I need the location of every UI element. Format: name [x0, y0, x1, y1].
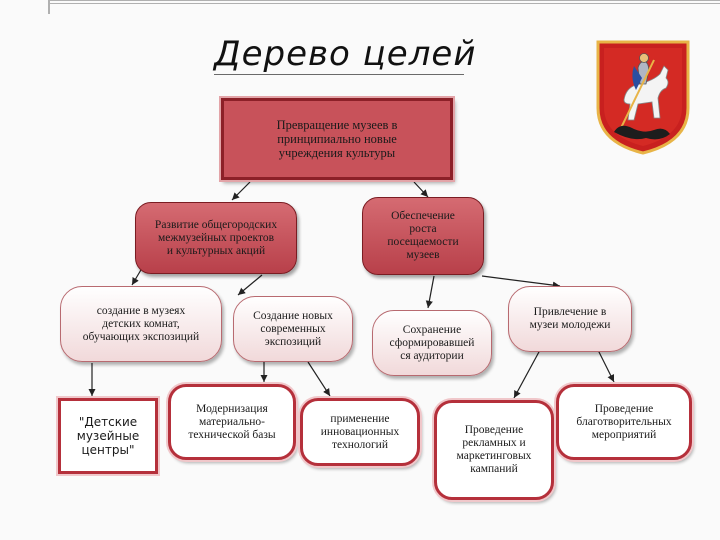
goal-charity-events: Проведение благотворительных мероприятий — [556, 384, 692, 460]
edge-root-attendance — [413, 181, 429, 198]
goal-keep-audience: Сохранение сформировавшей ся аудитории — [372, 310, 492, 376]
top-border-rule — [48, 0, 720, 10]
edge-new-expos-innovation — [307, 361, 331, 397]
edge-attendance-keep — [425, 275, 435, 309]
title-underline — [214, 74, 464, 75]
goal-increase-attendance: Обеспечение роста посещаемости музеев — [362, 197, 484, 275]
edge-root-develop — [231, 181, 251, 201]
goal-develop-citywide-projects: Развитие общегородских межмузейных проек… — [135, 202, 297, 274]
slide-title: Дерево целей — [214, 34, 477, 74]
edge-attendance-youth — [481, 275, 561, 289]
moscow-coat-of-arms-icon — [596, 40, 690, 155]
edge-youth-ads — [513, 349, 541, 399]
goal-kids-museum-centers: "Детские музейные центры" — [58, 398, 158, 474]
edge-youth-charity — [597, 349, 615, 383]
goal-ad-campaigns: Проведение рекламных и маркетинговых кам… — [434, 400, 554, 500]
edge-develop-new-expos — [237, 274, 263, 296]
goal-root-museum-transformation: Превращение музеев в принципиально новые… — [221, 98, 453, 180]
goal-attract-youth: Привлечение в музеи молодежи — [508, 286, 632, 352]
goal-innovation-tech: применение инновационных технологий — [300, 398, 420, 466]
goal-new-expositions: Создание новых современных экспозиций — [233, 296, 353, 362]
left-border-rule — [48, 0, 50, 14]
goal-modernization: Модернизация материально- технической ба… — [168, 384, 296, 460]
goal-kids-rooms: создание в музеях детских комнат, обучаю… — [60, 286, 222, 362]
